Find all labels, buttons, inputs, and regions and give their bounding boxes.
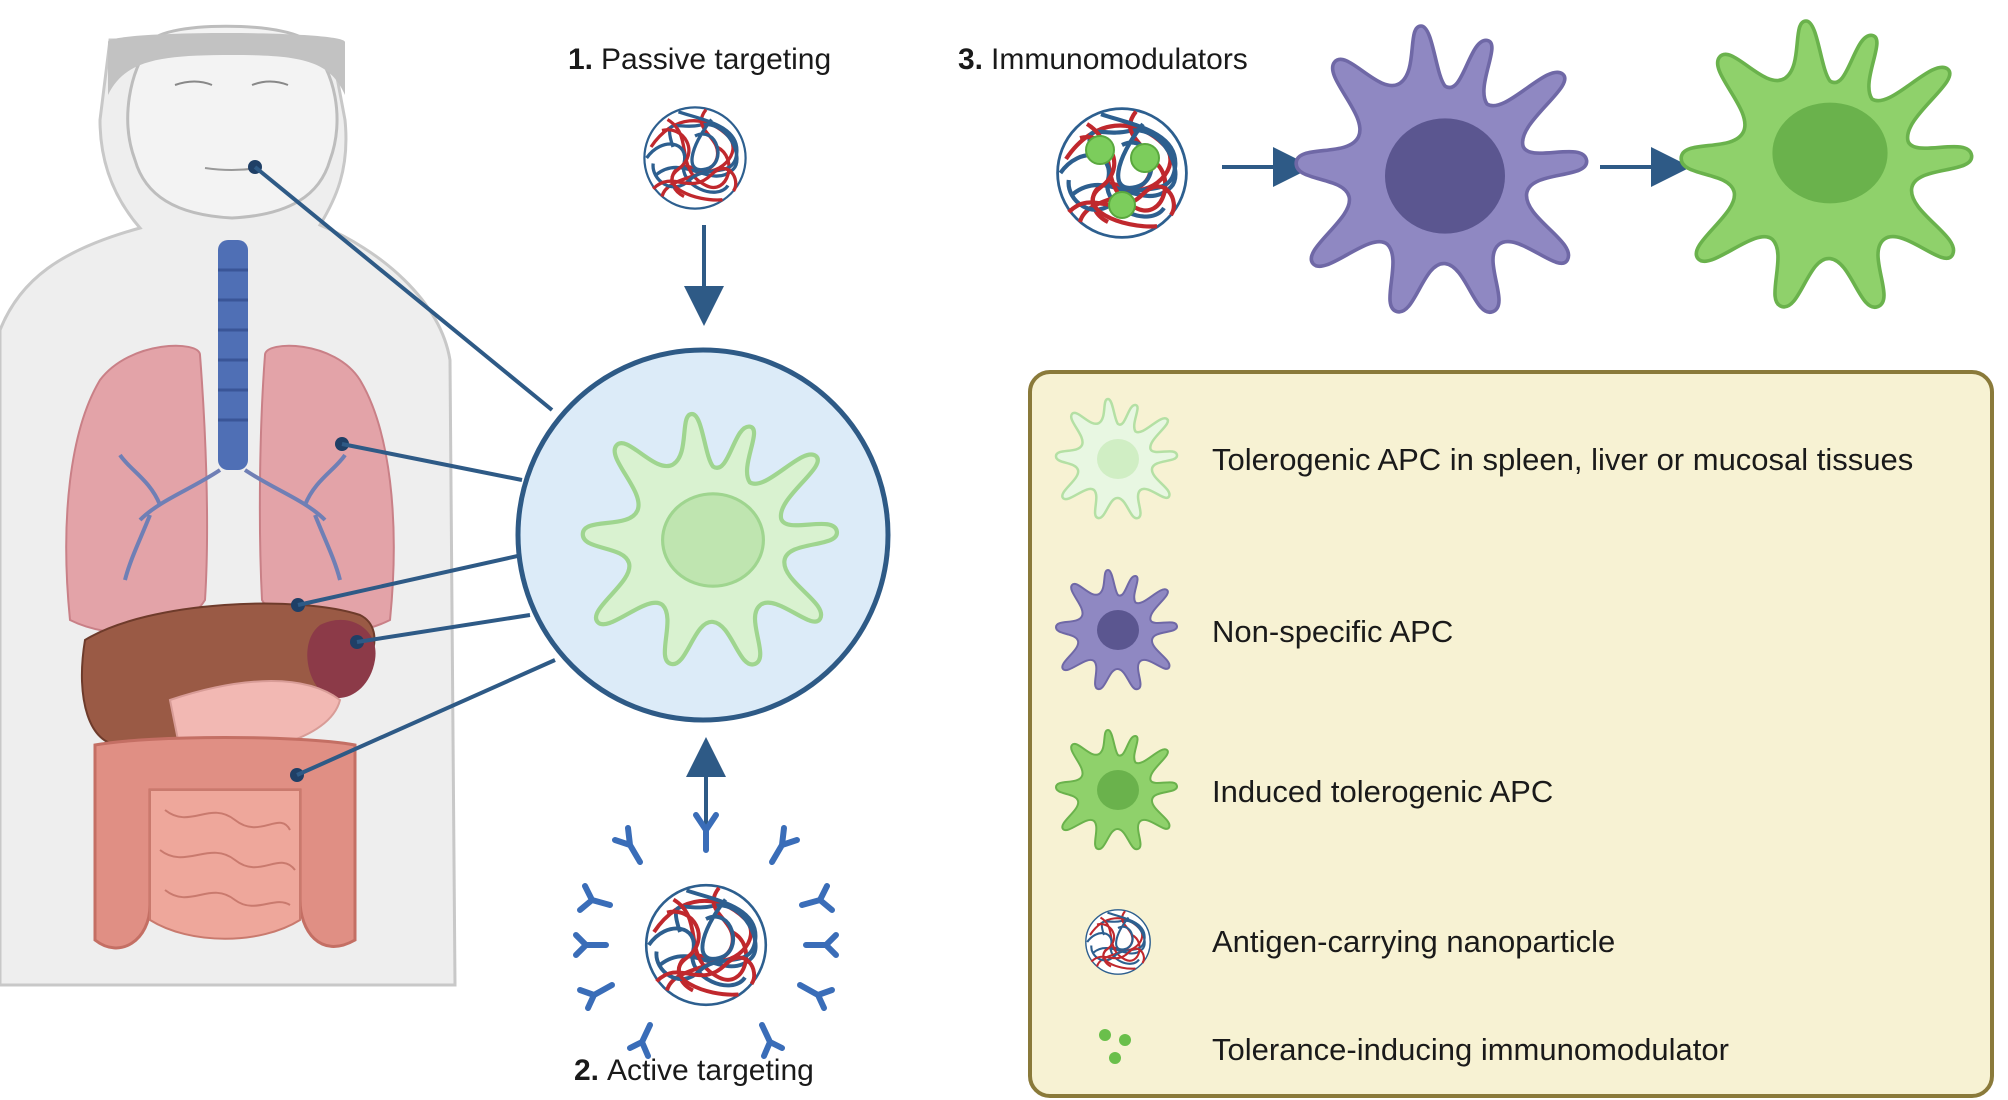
induced-tolerogenic-apc-icon <box>1054 729 1179 851</box>
head <box>126 24 339 220</box>
legend-box <box>1028 370 1994 1098</box>
step-3-nanoparticle <box>1058 109 1187 238</box>
immunomodulator-icon <box>1099 1029 1131 1064</box>
non-specific-apc <box>1294 24 1589 315</box>
connector-lung <box>341 442 523 482</box>
legend-label-tolerogenic-apc: Tolerogenic APC in spleen, liver or muco… <box>1212 442 1913 477</box>
tolerogenic-apc-icon <box>1054 397 1179 520</box>
legend-label-nanoparticle: Antigen-carrying nanoparticle <box>1212 924 1615 959</box>
right-lung <box>258 344 395 635</box>
nanoparticle-icon <box>1084 908 1152 976</box>
step-2-antibody-nanoparticle <box>573 812 839 1059</box>
non-specific-apc-icon <box>1054 569 1179 691</box>
legend-label-immunomodulator: Tolerance-inducing immunomodulator <box>1212 1032 1729 1067</box>
connector-spleen <box>356 613 531 644</box>
central-tolerogenic-apc <box>583 414 837 664</box>
left-lung <box>65 344 209 635</box>
step-1-label: 1.Passive targeting <box>568 43 831 76</box>
organ-connectors <box>253 165 556 777</box>
connector-mouth <box>253 165 554 412</box>
trachea <box>218 240 248 470</box>
induced-tolerogenic-apc <box>1679 19 1974 310</box>
step-1-nanoparticle <box>642 105 748 211</box>
connector-liver <box>297 553 523 607</box>
legend-label-induced-tolerogenic-apc: Induced tolerogenic APC <box>1212 774 1553 809</box>
step-3-label: 3.Immunomodulators <box>958 43 1248 76</box>
human-body-illustration <box>0 24 457 987</box>
legend-label-non-specific-apc: Non-specific APC <box>1212 614 1453 649</box>
hair <box>108 33 345 95</box>
small-intestine <box>149 789 301 940</box>
connector-colon <box>296 658 556 777</box>
legend: Tolerogenic APC in spleen, liver or muco… <box>1028 370 1994 1098</box>
antibody-ring <box>573 812 839 1059</box>
step-2-label: 2.Active targeting <box>574 1054 814 1087</box>
